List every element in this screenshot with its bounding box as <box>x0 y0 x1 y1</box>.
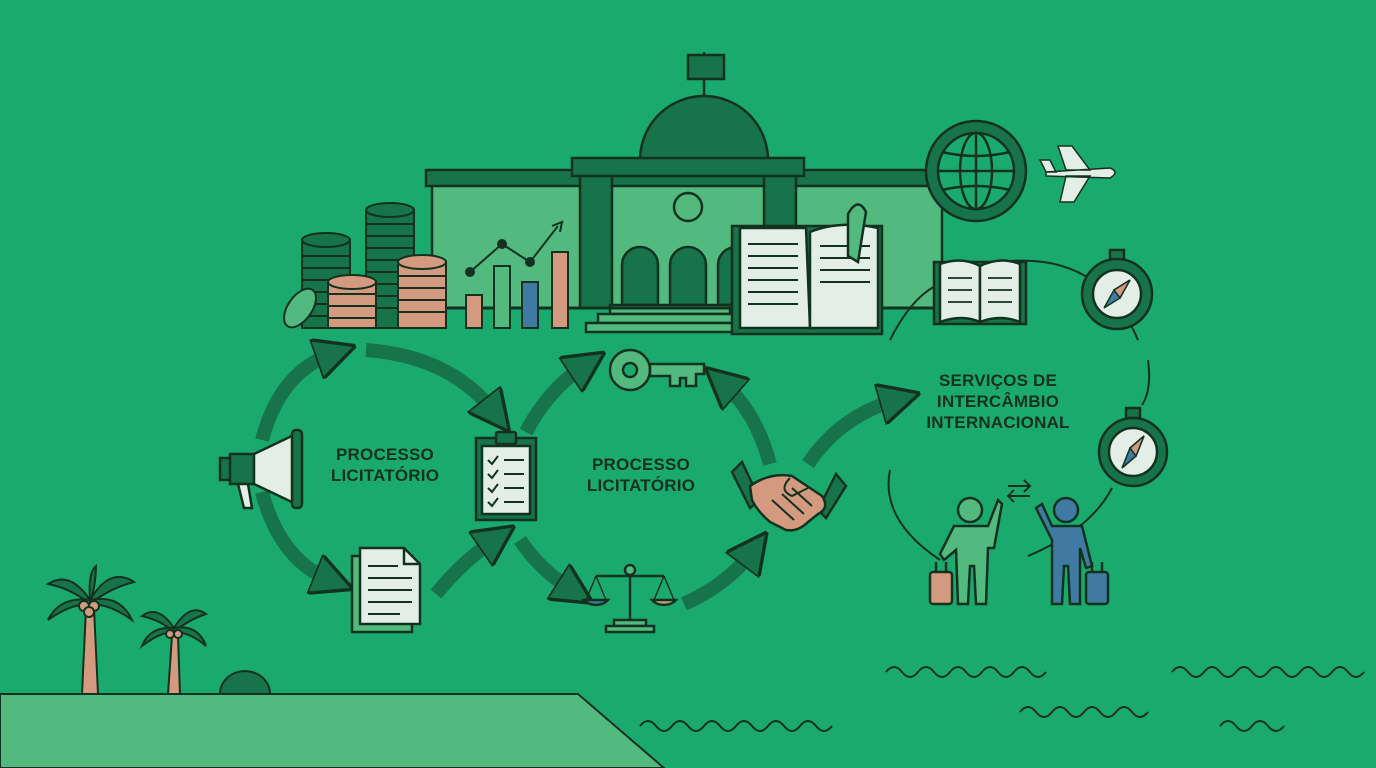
coin-stacks-icon <box>283 202 447 329</box>
document-icon <box>350 546 422 634</box>
label-line: LICITATÓRIO <box>586 476 696 495</box>
label-process-left: PROCESSO LICITATÓRIO <box>312 444 458 486</box>
label-process-center: PROCESSO LICITATÓRIO <box>568 454 714 496</box>
clipboard-checklist-icon <box>474 430 538 522</box>
shoreline <box>0 670 666 768</box>
bar-chart-icon <box>465 220 569 329</box>
label-line: LICITATÓRIO <box>330 466 440 485</box>
process-cycle-arrows <box>255 350 896 611</box>
waves-icon <box>639 666 1365 732</box>
label-line: PROCESSO <box>336 445 434 464</box>
palm-tree-icon <box>45 563 137 695</box>
scales-of-justice-icon <box>581 563 679 634</box>
label-line: PROCESSO <box>592 455 690 474</box>
airplane-icon <box>1038 145 1116 203</box>
open-book-icon <box>932 259 1028 326</box>
handshake-icon <box>730 459 848 532</box>
open-book-icon <box>730 203 884 336</box>
palm-tree-icon <box>139 609 209 695</box>
label-line: INTERNACIONAL <box>926 413 1070 432</box>
globe-icon <box>924 119 1028 223</box>
compass-icon <box>1097 406 1169 488</box>
megaphone-icon <box>218 428 304 510</box>
label-line: INTERCÂMBIO <box>936 392 1060 411</box>
compass-icon <box>1080 248 1154 331</box>
label-exchange-services: SERVIÇOS DE INTERCÂMBIO INTERNACIONAL <box>906 370 1090 433</box>
travelers-icon <box>928 479 1110 606</box>
key-icon <box>608 348 706 392</box>
label-line: SERVIÇOS DE <box>938 371 1058 390</box>
